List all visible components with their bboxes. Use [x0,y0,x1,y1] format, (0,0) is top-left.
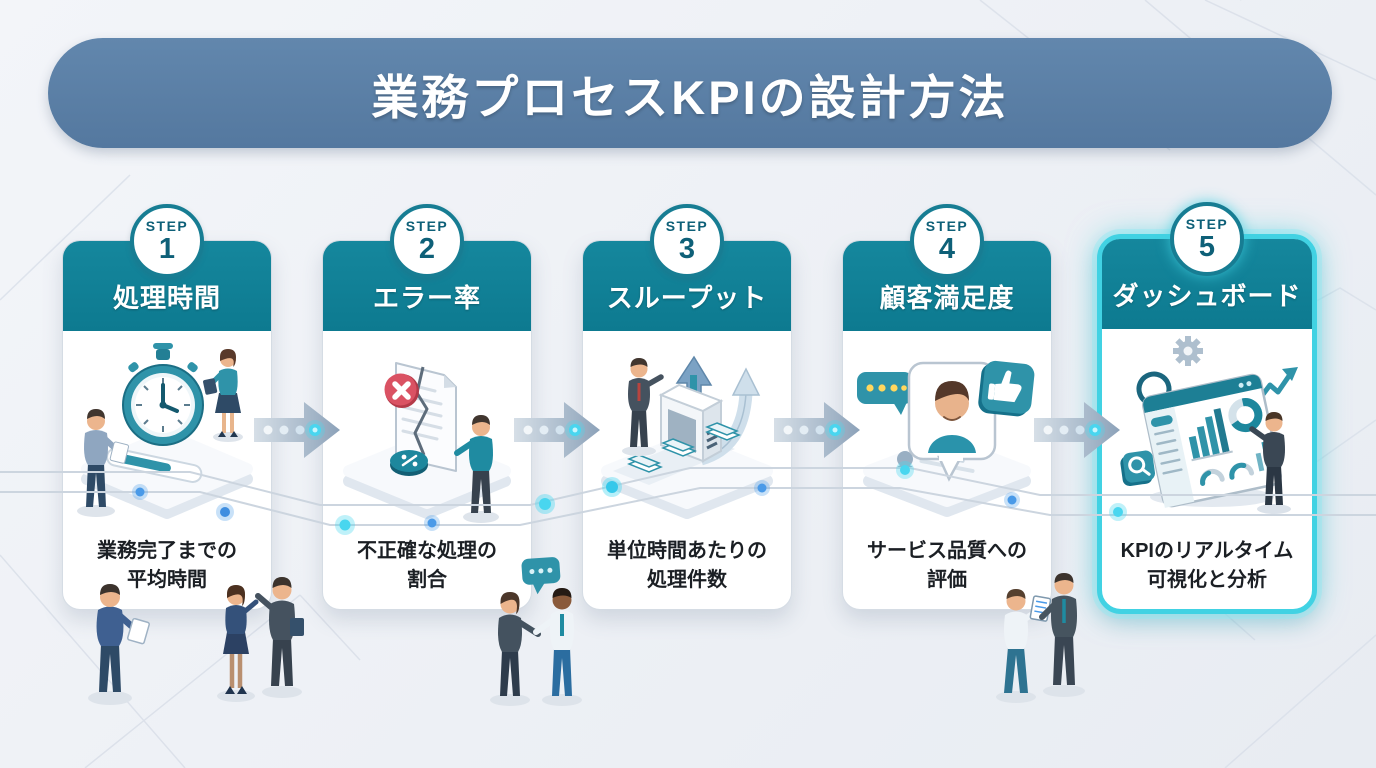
throughput-illustration [583,331,791,529]
card-title: 処理時間 [112,283,221,313]
people-illustration [217,577,304,702]
description-line: 平均時間 [127,569,207,591]
step-badge-label: STEP [1185,215,1229,232]
description-line: サービス品質への [867,540,1027,562]
description-line: 不正確な処理の [357,540,497,562]
card-title: スループット [606,283,768,313]
documents-on-belt [626,422,741,473]
error-document-illustration [323,331,531,529]
description-line: 業務完了までの [97,540,237,562]
description-line: 単位時間あたりの [607,540,767,562]
step-badge: STEP 4 [910,204,984,278]
review-bubble-icon [857,372,913,415]
step-badge: STEP 2 [390,204,464,278]
speech-bubble-icon [521,557,561,595]
step-badge: STEP 3 [650,204,724,278]
dashboard-screen [1142,373,1282,508]
step-badge-label: STEP [405,217,449,234]
step-badge-label: STEP [925,217,969,234]
page-title: 業務プロセスKPIの設計方法 [371,70,1009,124]
stopwatch-illustration [63,331,271,529]
card-title: ダッシュボード [1112,281,1302,311]
description-line: 可視化と分析 [1147,569,1267,591]
bar-chart [1188,408,1233,462]
card-description: 単位時間あたりの 処理件数 [583,537,791,595]
step-card-1: STEP 1 処理時間 [62,204,272,610]
dashboard-illustration [1102,329,1312,527]
step-badge-label: STEP [665,217,709,234]
step-arrow-icon [514,402,600,458]
step-badge: STEP 5 [1170,202,1244,276]
step-arrow-icon [774,402,860,458]
percent-coin-icon [390,450,428,476]
card-description: 業務完了までの 平均時間 [63,537,271,595]
card-description: KPIのリアルタイム 可視化と分析 [1102,537,1312,595]
description-line: 評価 [927,569,967,591]
step-card-3: STEP 3 スループット [582,204,792,610]
description-line: 割合 [407,569,447,591]
stopwatch-icon [122,343,204,446]
step-card-5: STEP 5 ダッシュボード [1097,202,1317,614]
step-badge-number: 1 [158,232,176,265]
standing-woman [203,349,243,442]
person-with-clipboard [77,409,130,517]
step-badge-label: STEP [145,217,189,234]
step-badge: STEP 1 [130,204,204,278]
people-illustration [996,573,1085,703]
title-banner: 業務プロセスKPIの設計方法 [48,38,1332,148]
step-badge-number: 5 [1198,230,1216,263]
description-line: 処理件数 [647,569,727,591]
step-badge-number: 2 [418,232,436,265]
step-arrow-icon [1034,402,1120,458]
error-x-icon [384,373,419,408]
people-illustration [88,584,150,705]
people-illustration [490,557,582,706]
card-title: エラー率 [372,283,481,313]
presenting-man [622,358,664,456]
step-badge-number: 3 [678,232,696,265]
gear-icon [1173,336,1203,366]
step-badge-number: 4 [938,232,956,265]
donut-chart [1228,398,1263,433]
card-description: サービス品質への 評価 [843,537,1051,595]
step-arrow-icon [254,402,340,458]
search-tile-icon [1120,450,1156,487]
customer-feedback-illustration [843,331,1051,529]
description-line: KPIのリアルタイム [1120,540,1294,562]
thumbs-up-icon [978,360,1035,417]
card-title: 顧客満足度 [879,283,1015,313]
card-description: 不正確な処理の 割合 [323,537,531,595]
